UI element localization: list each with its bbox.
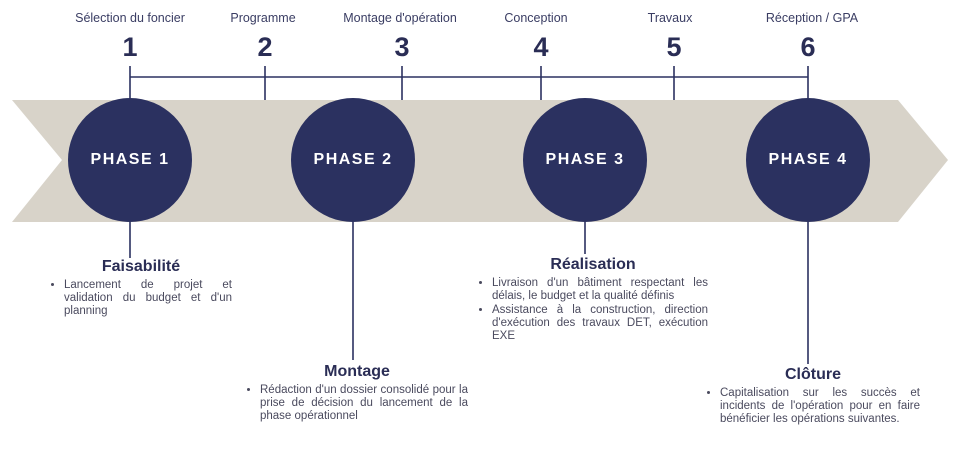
phase-circle-4: PHASE 4: [746, 98, 870, 222]
phase-circle-2: PHASE 2: [291, 98, 415, 222]
phase-label-1: PHASE 1: [90, 151, 170, 168]
step-label-2: Programme: [230, 11, 296, 25]
block-realisation: Réalisation Livraison d'un bâtiment resp…: [478, 256, 708, 344]
block-title: Montage: [324, 363, 390, 380]
block-title: Clôture: [785, 366, 841, 383]
block-bullet: Assistance à la construction, direction …: [492, 304, 708, 343]
block-title: Faisabilité: [101, 258, 181, 275]
block-montage: Montage Rédaction d'un dossier consolidé…: [246, 363, 468, 424]
phase-label-3: PHASE 3: [545, 151, 625, 168]
step-label-5: Travaux: [647, 11, 693, 25]
step-number-1: 1: [122, 32, 138, 62]
block-bullet: Capitalisation sur les succès et inciden…: [720, 387, 920, 426]
phase-label-2: PHASE 2: [313, 151, 393, 168]
block-bullet: Lancement de projet et validation du bud…: [64, 279, 232, 318]
step-number-5: 5: [666, 32, 682, 62]
phase-circle-1: PHASE 1: [68, 98, 192, 222]
step-label-3: Montage d'opération: [343, 11, 457, 25]
block-bullet: Rédaction d'un dossier consolidé pour la…: [260, 384, 468, 423]
step-label-6: Réception / GPA: [765, 11, 859, 25]
timeline-arrow: [12, 100, 948, 222]
phase-label-4: PHASE 4: [768, 151, 848, 168]
phase-circle-3: PHASE 3: [523, 98, 647, 222]
step-number-3: 3: [394, 32, 410, 62]
block-faisabilite: Faisabilité Lancement de projet et valid…: [50, 258, 232, 319]
step-label-4: Conception: [504, 11, 568, 25]
step-label-1: Sélection du foncier: [75, 11, 185, 25]
block-bullet: Livraison d'un bâtiment respectant les d…: [492, 277, 708, 303]
block-cloture: Clôture Capitalisation sur les succès et…: [706, 366, 920, 427]
step-number-4: 4: [533, 32, 549, 62]
step-number-2: 2: [257, 32, 273, 62]
step-number-6: 6: [800, 32, 816, 62]
block-title: Réalisation: [550, 256, 636, 273]
